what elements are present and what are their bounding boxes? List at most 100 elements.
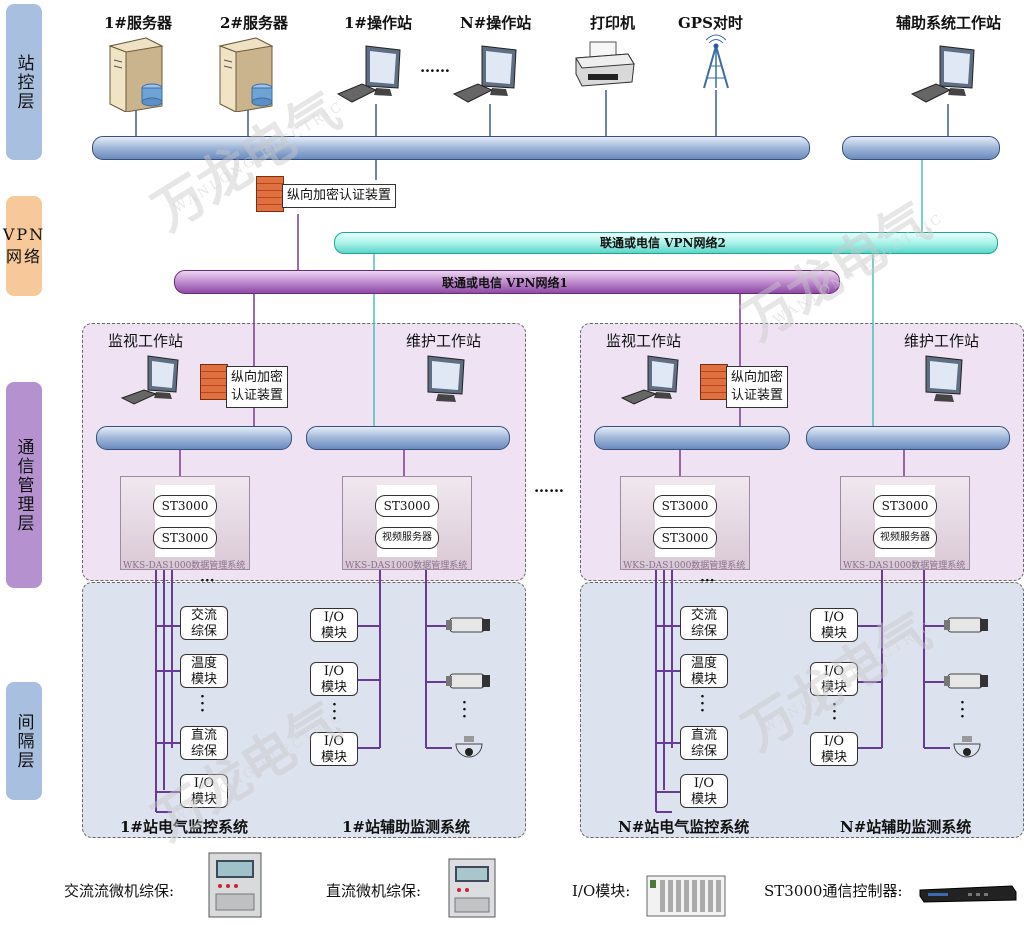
sN-io-module-1-line1: I/O bbox=[823, 610, 845, 625]
s1-elec-module-2: 温度 模块 bbox=[180, 654, 228, 688]
s1-dome-camera-icon bbox=[455, 736, 483, 758]
sN-rack-a: ST3000 ST3000 WKS-DAS1000数据管理系统 bbox=[620, 476, 750, 571]
s1-rack-a: ST3000 ST3000 WKS-DAS1000数据管理系统 bbox=[120, 476, 250, 571]
printer-label: 打印机 bbox=[590, 14, 636, 32]
s1-aux-title: 1#站辅助监测系统 bbox=[342, 818, 471, 836]
s1-elec-module-3-line1: 直流 bbox=[190, 728, 217, 743]
sN-io-module-1: I/O 模块 bbox=[810, 608, 858, 642]
aux-label: 辅助系统工作站 bbox=[896, 14, 1002, 32]
s1-camera-dots: ··· bbox=[462, 695, 467, 725]
sN-io-module-2-line2: 模块 bbox=[820, 680, 847, 695]
s1-elec-module-3-line2: 综保 bbox=[190, 744, 217, 759]
s1-elec-module-4: I/O 模块 bbox=[180, 774, 228, 808]
sN-rack-b-pill-1: ST3000 bbox=[873, 495, 937, 517]
s1-elec-module-3: 直流 综保 bbox=[180, 726, 228, 760]
sN-rack-a-label: WKS-DAS1000数据管理系统 bbox=[623, 561, 746, 571]
server2-icon bbox=[218, 37, 274, 112]
sN-rack-a-pill-2: ST3000 bbox=[653, 527, 717, 549]
s1-io-module-1: I/O 模块 bbox=[310, 608, 358, 642]
sN-elec-module-3-line1: 直流 bbox=[690, 728, 717, 743]
sN-elec-module-2: 温度 模块 bbox=[680, 654, 728, 688]
s1-rack-dots: ··· bbox=[200, 573, 215, 589]
sN-elec-module-3-line2: 综保 bbox=[690, 744, 717, 759]
vpn1-bus bbox=[174, 270, 840, 294]
s1-io-module-3-line2: 模块 bbox=[320, 750, 347, 765]
sN-elec-dots: ··· bbox=[700, 689, 705, 719]
sN-elec-module-2-line1: 温度 bbox=[690, 656, 717, 671]
sN-elec-module-3: 直流 综保 bbox=[680, 726, 728, 760]
server1-label: 1#服务器 bbox=[104, 14, 173, 32]
s1-firewall-line1: 纵向加密 bbox=[231, 370, 284, 385]
vpn2-bus bbox=[334, 232, 998, 254]
s1-io-module-1-line1: I/O bbox=[323, 610, 345, 625]
s1-firewall-box: 纵向加密 认证装置 bbox=[226, 366, 289, 408]
s1-elec-module-2-line2: 模块 bbox=[190, 672, 217, 687]
station-aux-bus bbox=[842, 136, 1000, 160]
sN-camera-1-icon bbox=[944, 617, 988, 633]
s1-io-module-1-line2: 模块 bbox=[320, 626, 347, 641]
sN-firewall-icon bbox=[700, 364, 728, 400]
s1-rack-b-pill-2: 视频服务器 bbox=[375, 527, 439, 549]
sN-io-dots: ··· bbox=[832, 697, 837, 727]
sN-maint-computer-icon bbox=[925, 355, 963, 402]
sN-camera-2-icon bbox=[944, 673, 988, 689]
s1-maint-computer-icon bbox=[427, 355, 465, 402]
aux-computer-icon bbox=[910, 45, 975, 103]
sN-dome-camera-icon bbox=[953, 736, 981, 758]
station-main-bus bbox=[92, 136, 810, 160]
sN-io-module-3-line1: I/O bbox=[823, 734, 845, 749]
station-ellipsis: …… bbox=[420, 58, 450, 76]
s1-elec-dots: ··· bbox=[200, 689, 205, 719]
layer-bay-label: 间隔层 bbox=[13, 712, 34, 770]
layer-vpn-label-1: VPN bbox=[2, 225, 46, 244]
gps-tower-icon bbox=[703, 34, 729, 89]
printer-icon bbox=[575, 41, 635, 87]
s1-rack-a-pill-2: ST3000 bbox=[153, 527, 217, 549]
sN-firewall-box: 纵向加密 认证装置 bbox=[726, 366, 789, 408]
sN-elec-module-1: 交流 综保 bbox=[680, 606, 728, 640]
legend-ac-label: 交流流微机综保: bbox=[64, 882, 175, 900]
sN-elec-module-4-line2: 模块 bbox=[690, 792, 717, 807]
sN-elec-module-1-line1: 交流 bbox=[690, 608, 717, 623]
legend-io-label: I/O模块: bbox=[572, 882, 631, 900]
legend-dc-label: 直流微机综保: bbox=[326, 882, 422, 900]
firewall-top-label: 纵向加密认证装置 bbox=[282, 184, 397, 208]
s1-rack-b-label: WKS-DAS1000数据管理系统 bbox=[345, 561, 468, 571]
sN-io-module-3: I/O 模块 bbox=[810, 732, 858, 766]
op1-label: 1#操作站 bbox=[344, 14, 413, 32]
sN-rack-a-pill-1: ST3000 bbox=[653, 495, 717, 517]
layer-vpn-label-2: 网络 bbox=[6, 247, 43, 266]
sN-elec-module-4-line1: I/O bbox=[693, 776, 715, 791]
sN-io-module-2: I/O 模块 bbox=[810, 662, 858, 696]
sN-firewall-line1: 纵向加密 bbox=[731, 370, 784, 385]
sN-rack-dots: ··· bbox=[700, 573, 715, 589]
legend-ac-device-icon bbox=[208, 852, 262, 918]
opN-label: N#操作站 bbox=[460, 14, 532, 32]
sN-aux-title: N#站辅助监测系统 bbox=[840, 818, 972, 836]
vpn1-label: 联通或电信 VPN网络1 bbox=[442, 276, 568, 290]
s1-elec-module-2-line1: 温度 bbox=[190, 656, 217, 671]
s1-firewall-line2: 认证装置 bbox=[231, 388, 284, 403]
s1-io-dots: ··· bbox=[332, 697, 337, 727]
s1-elec-module-4-line1: I/O bbox=[193, 776, 215, 791]
server2-label: 2#服务器 bbox=[220, 14, 289, 32]
s1-firewall-icon bbox=[200, 364, 228, 400]
middle-ellipsis: …… bbox=[534, 478, 564, 496]
sN-elec-title: N#站电气监控系统 bbox=[618, 818, 750, 836]
sN-comm-bus-a bbox=[594, 426, 790, 450]
s1-io-module-3-line1: I/O bbox=[323, 734, 345, 749]
s1-comm-bus-b bbox=[306, 426, 510, 450]
s1-elec-module-1: 交流 综保 bbox=[180, 606, 228, 640]
sN-elec-module-2-line2: 模块 bbox=[690, 672, 717, 687]
legend-dc-device-icon bbox=[448, 858, 496, 918]
sN-firewall-line2: 认证装置 bbox=[731, 388, 784, 403]
sN-io-module-2-line1: I/O bbox=[823, 664, 845, 679]
sN-rack-b: ST3000 视频服务器 WKS-DAS1000数据管理系统 bbox=[840, 476, 970, 571]
s1-rack-a-pill-1: ST3000 bbox=[153, 495, 217, 517]
op1-computer-icon bbox=[336, 45, 401, 103]
layer-station-label: 站控层 bbox=[13, 53, 34, 111]
sN-io-module-3-line2: 模块 bbox=[820, 750, 847, 765]
sN-comm-bus-b bbox=[806, 426, 1010, 450]
sN-elec-module-1-line2: 综保 bbox=[690, 624, 717, 639]
s1-elec-title: 1#站电气监控系统 bbox=[120, 818, 249, 836]
